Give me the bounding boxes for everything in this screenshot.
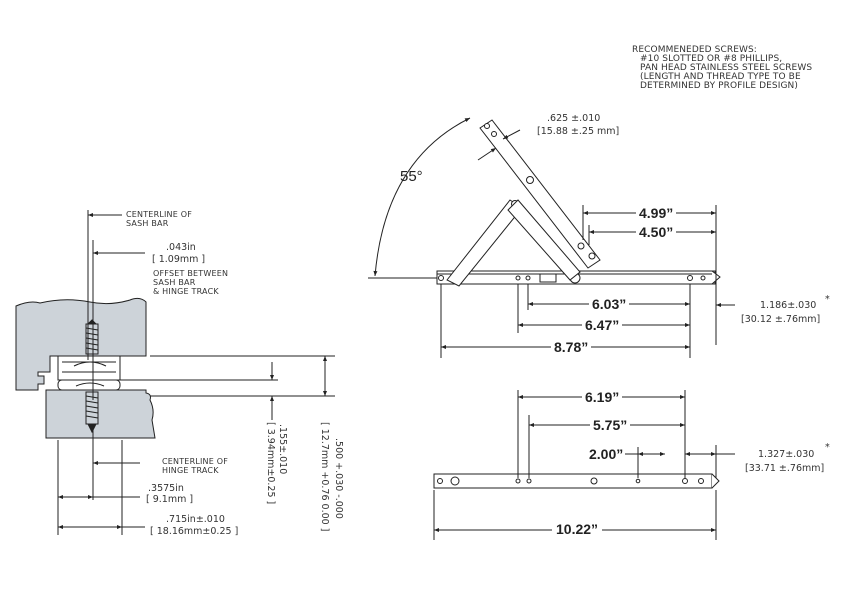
open-angle-label: 55° [400, 168, 423, 185]
height-mm: [ 12.7mm +0.76 0.00 ] [319, 422, 330, 532]
closed-hinge-view [433, 473, 720, 489]
open-stack-mm: [30.12 ±.76mm] [741, 314, 821, 325]
gap-mm: [ 3.94mm±0.25 ] [265, 422, 276, 505]
screws-note-line: RECOMMENEDED SCREWS: [632, 45, 757, 55]
dim-8-78: 8.78” [551, 339, 592, 355]
sash-arm [479, 119, 601, 269]
sash-profile [15, 297, 147, 391]
dim-6-47: 6.47” [582, 317, 623, 333]
dim-6-19: 6.19” [582, 389, 623, 405]
dim-10-22: 10.22” [552, 521, 603, 537]
screws-note-line: #10 SLOTTED OR #8 PHILLIPS, [640, 54, 783, 64]
half-width-mm: [ 9.1mm ] [146, 494, 194, 505]
screws-note: RECOMMENEDED SCREWS: #10 SLOTTED OR #8 P… [632, 46, 812, 91]
closed-stack-in: 1.327±.030 [758, 449, 815, 460]
width-mm: [ 18.16mm±0.25 ] [150, 526, 239, 537]
offset-value-mm: [ 1.09mm ] [152, 254, 206, 265]
closed-asterisk: * [825, 442, 830, 453]
dim-6-03: 6.03” [589, 296, 630, 312]
open-stack-in: 1.186±.030 [760, 300, 817, 311]
half-width-in: .3575in [148, 483, 184, 494]
sash-bar [57, 355, 121, 381]
open-asterisk: * [825, 294, 830, 305]
dim-4-99: 4.99” [636, 205, 677, 221]
dim-5-75: 5.75” [590, 417, 631, 433]
sash-screw [85, 319, 99, 355]
screws-note-line: PAN HEAD STAINLESS STEEL SCREWS [640, 63, 813, 73]
hinge-track [57, 379, 121, 391]
screws-note-line: (LENGTH AND THREAD TYPE TO BE [640, 72, 801, 82]
frame-profile [45, 389, 156, 439]
link-arm [507, 199, 581, 281]
arm-width-mm: [15.88 ±.25 mm] [537, 126, 620, 137]
frame-screw [85, 391, 99, 434]
centerline-sash-label: CENTERLINE OF SASH BAR [126, 210, 193, 228]
cross-section-view [15, 210, 335, 535]
dim-2-00: 2.00” [589, 446, 624, 462]
closed-stack-mm: [33.71 ±.76mm] [745, 463, 825, 474]
screws-note-line: DETERMINED BY PROFILE DESIGN) [640, 81, 798, 91]
closed-track [433, 473, 713, 489]
open-hinge-view [368, 117, 721, 287]
offset-value-in: .043in [166, 242, 196, 253]
height-in: .500 +.030 -.000 [333, 438, 344, 519]
arm-width-in: .625 ±.010 [547, 113, 601, 124]
gap-in: .155±.010 [277, 424, 288, 475]
centerline-hinge-label: CENTERLINE OF HINGE TRACK [162, 457, 229, 475]
offset-caption: OFFSET BETWEEN SASH BAR & HINGE TRACK [153, 269, 229, 296]
width-in: .715in±.010 [166, 514, 225, 525]
dim-4-50: 4.50” [636, 224, 677, 240]
